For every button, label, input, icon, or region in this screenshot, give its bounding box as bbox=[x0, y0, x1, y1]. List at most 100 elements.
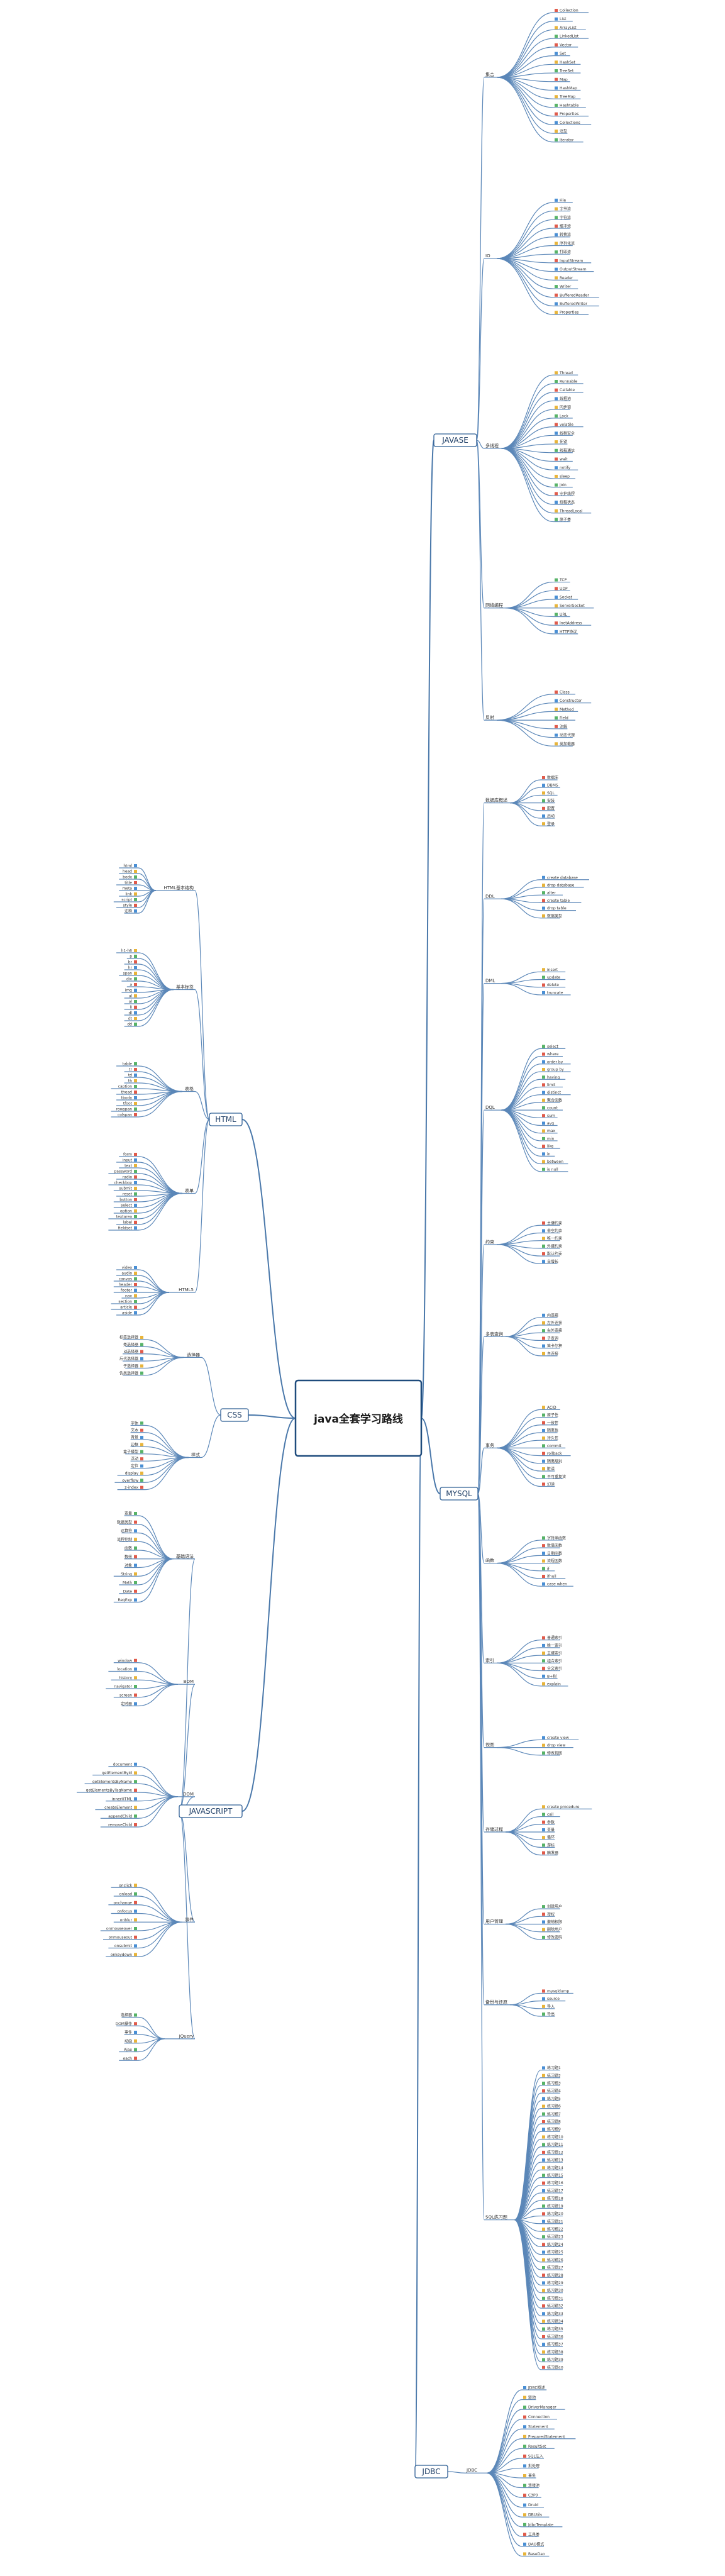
leaf-node[interactable]: 右外连接 bbox=[541, 1328, 562, 1333]
leaf-node[interactable]: BufferedReader bbox=[553, 293, 599, 298]
leaf-node[interactable]: 转换流 bbox=[553, 232, 571, 238]
category-node[interactable]: 函数 bbox=[484, 1558, 497, 1564]
category-node[interactable]: 表格 bbox=[182, 1086, 195, 1092]
leaf-node[interactable]: 非空约束 bbox=[541, 1228, 562, 1234]
leaf-node[interactable]: 练习题24 bbox=[541, 2242, 563, 2248]
leaf-node[interactable]: List bbox=[553, 17, 573, 22]
leaf-node[interactable]: link bbox=[119, 892, 138, 897]
category-node[interactable]: 网络编程 bbox=[484, 602, 506, 609]
leaf-node[interactable]: TCP bbox=[553, 578, 570, 583]
leaf-node[interactable]: 修改视图 bbox=[541, 1750, 562, 1756]
category-node[interactable]: 约束 bbox=[484, 1239, 497, 1245]
leaf-node[interactable]: 打印流 bbox=[553, 250, 571, 255]
branch-javascript[interactable]: JAVASCRIPT bbox=[179, 1804, 243, 1818]
leaf-node[interactable]: 配置 bbox=[541, 806, 555, 811]
leaf-node[interactable]: 选择器 bbox=[121, 2012, 138, 2018]
leaf-node[interactable]: 外键约束 bbox=[541, 1243, 562, 1249]
leaf-node[interactable]: create table bbox=[541, 899, 582, 903]
category-node[interactable]: 多线程 bbox=[484, 443, 501, 449]
leaf-node[interactable]: 启动 bbox=[541, 814, 555, 819]
leaf-node[interactable]: 脏读 bbox=[541, 1467, 555, 1472]
leaf-node[interactable]: Field bbox=[553, 716, 575, 721]
leaf-node[interactable]: 参数 bbox=[541, 1819, 555, 1825]
leaf-node[interactable]: 练习题20 bbox=[541, 2211, 563, 2217]
leaf-node[interactable]: video bbox=[116, 1266, 138, 1270]
leaf-node[interactable]: where bbox=[541, 1052, 563, 1057]
leaf-node[interactable]: Statement bbox=[522, 2425, 555, 2429]
leaf-node[interactable]: html bbox=[119, 864, 138, 869]
leaf-node[interactable]: Set bbox=[553, 52, 570, 57]
leaf-node[interactable]: text bbox=[119, 1164, 138, 1169]
leaf-node[interactable]: URL bbox=[553, 613, 570, 618]
leaf-node[interactable]: h1-h6 bbox=[116, 949, 138, 953]
leaf-node[interactable]: sum bbox=[541, 1114, 558, 1118]
leaf-node[interactable]: DriverManager bbox=[522, 2406, 565, 2410]
leaf-node[interactable]: onmouseout bbox=[103, 1935, 138, 1940]
leaf-node[interactable]: p bbox=[126, 955, 138, 959]
leaf-node[interactable]: InetAddress bbox=[553, 621, 592, 626]
leaf-node[interactable]: Writer bbox=[553, 285, 578, 289]
leaf-node[interactable]: group by bbox=[541, 1068, 571, 1072]
category-node[interactable]: JDBC bbox=[465, 2468, 487, 2473]
leaf-node[interactable]: 练习题29 bbox=[541, 2280, 563, 2286]
leaf-node[interactable]: 练习题39 bbox=[541, 2357, 563, 2363]
leaf-node[interactable]: getElementsByName bbox=[84, 1780, 138, 1784]
leaf-node[interactable]: 注解 bbox=[553, 724, 568, 730]
leaf-node[interactable]: li bbox=[124, 1006, 138, 1010]
leaf-node[interactable]: 导出 bbox=[541, 2012, 555, 2017]
leaf-node[interactable]: source bbox=[541, 1997, 566, 2002]
leaf-node[interactable]: 练习题33 bbox=[541, 2311, 563, 2316]
leaf-node[interactable]: select bbox=[541, 1045, 566, 1050]
leaf-node[interactable]: 工具类 bbox=[522, 2532, 540, 2537]
leaf-node[interactable]: rowspan bbox=[111, 1108, 138, 1112]
leaf-node[interactable]: ResultSet bbox=[522, 2445, 555, 2449]
leaf-node[interactable]: history bbox=[111, 1676, 138, 1680]
leaf-node[interactable]: select bbox=[113, 1204, 138, 1208]
leaf-node[interactable]: input bbox=[116, 1158, 138, 1163]
category-node[interactable]: BOM bbox=[178, 1679, 195, 1685]
category-node[interactable]: 表单 bbox=[182, 1188, 195, 1194]
leaf-node[interactable]: each bbox=[119, 2057, 138, 2061]
leaf-node[interactable]: 触发器 bbox=[541, 1850, 558, 1856]
leaf-node[interactable]: RegExp bbox=[113, 1598, 138, 1603]
leaf-node[interactable]: explain bbox=[541, 1682, 568, 1687]
leaf-node[interactable]: section bbox=[111, 1300, 138, 1304]
category-node[interactable]: SQL练习题 bbox=[484, 2214, 514, 2221]
leaf-node[interactable]: 练习题17 bbox=[541, 2188, 563, 2194]
leaf-node[interactable]: 修改密码 bbox=[541, 1935, 562, 1940]
leaf-node[interactable]: call bbox=[541, 1813, 560, 1818]
category-node[interactable]: 事件 bbox=[182, 1916, 195, 1923]
leaf-node[interactable]: display bbox=[117, 1471, 145, 1476]
leaf-node[interactable]: 练习题32 bbox=[541, 2304, 563, 2309]
leaf-node[interactable]: tfoot bbox=[116, 1102, 138, 1106]
leaf-node[interactable]: 普通索引 bbox=[541, 1635, 562, 1641]
leaf-node[interactable]: OutputStream bbox=[553, 267, 594, 272]
leaf-node[interactable]: truncate bbox=[541, 991, 571, 996]
leaf-node[interactable]: location bbox=[108, 1667, 138, 1672]
leaf-node[interactable]: HashSet bbox=[553, 60, 581, 65]
leaf-node[interactable]: 背景 bbox=[130, 1435, 145, 1440]
leaf-node[interactable]: innerHTML bbox=[106, 1797, 138, 1802]
leaf-node[interactable]: colspan bbox=[111, 1113, 138, 1118]
leaf-node[interactable]: thead bbox=[116, 1091, 138, 1095]
leaf-node[interactable]: 盒子模型 bbox=[123, 1449, 145, 1455]
leaf-node[interactable]: 子查询 bbox=[541, 1336, 558, 1341]
leaf-node[interactable]: ul bbox=[124, 994, 138, 999]
leaf-node[interactable]: screen bbox=[113, 1693, 138, 1698]
leaf-node[interactable]: 数组 bbox=[124, 1554, 138, 1560]
leaf-node[interactable]: PreparedStatement bbox=[522, 2434, 576, 2440]
leaf-node[interactable]: 练习题3 bbox=[541, 2080, 561, 2086]
leaf-node[interactable]: style bbox=[116, 904, 138, 908]
leaf-node[interactable]: 字符流 bbox=[553, 215, 571, 220]
leaf-node[interactable]: th bbox=[124, 1079, 138, 1084]
leaf-node[interactable]: 练习题34 bbox=[541, 2319, 563, 2324]
leaf-node[interactable]: dt bbox=[124, 1017, 138, 1021]
leaf-node[interactable]: option bbox=[113, 1209, 138, 1214]
leaf-node[interactable]: 练习题2 bbox=[541, 2073, 561, 2079]
leaf-node[interactable]: 练习题19 bbox=[541, 2204, 563, 2209]
leaf-node[interactable]: 连接池 bbox=[522, 2483, 540, 2489]
leaf-node[interactable]: having bbox=[541, 1075, 566, 1080]
leaf-node[interactable]: 后代选择器 bbox=[119, 1357, 145, 1362]
leaf-node[interactable]: B+树 bbox=[541, 1674, 558, 1679]
leaf-node[interactable]: script bbox=[113, 898, 138, 902]
